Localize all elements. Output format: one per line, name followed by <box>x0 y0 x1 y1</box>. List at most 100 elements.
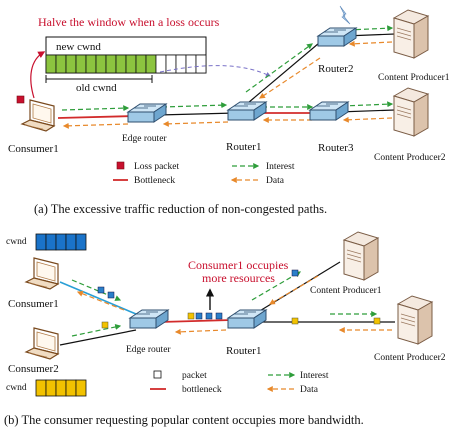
link-consumer-edge <box>57 115 137 119</box>
legend-packet: packet <box>182 371 207 381</box>
edge-router-icon <box>127 103 167 123</box>
link-router1-router2 <box>241 37 326 109</box>
cwnd-cell <box>55 379 67 397</box>
label-consumer2-b: Consumer2 <box>8 363 59 375</box>
producer2-server-icon <box>393 87 429 137</box>
producer2-server-icon-b <box>397 295 433 345</box>
cwnd-cell <box>55 233 67 251</box>
data-arrows-a <box>62 40 393 129</box>
packet-blue <box>107 291 115 299</box>
link-edge-router1 <box>157 112 237 116</box>
cwnd-cell <box>75 54 87 74</box>
cwnd-cell <box>175 54 187 74</box>
data-arrows-b <box>76 275 392 335</box>
cwnd-bar-a: new cwnd old cwnd <box>45 36 207 94</box>
router3-icon <box>309 101 349 121</box>
cwnd-cell <box>45 379 57 397</box>
packet-blue <box>205 312 213 320</box>
cwnd-cell <box>45 54 57 74</box>
legend-loss-packet: Loss packet <box>134 162 179 172</box>
cwnd-label-top: cwnd <box>6 237 27 247</box>
annotation-line2: more resources <box>202 271 275 285</box>
packet-blue <box>195 312 203 320</box>
router2-icon <box>317 27 357 47</box>
cwnd-old-label: old cwnd <box>76 82 117 94</box>
cwnd-cell <box>105 54 117 74</box>
cwnd-cell <box>145 54 157 74</box>
cwnd-cell <box>35 379 47 397</box>
legend-a: Loss packet Bottleneck Interest Data <box>113 161 295 186</box>
label-producer1: Content Producer1 <box>378 73 450 83</box>
cwnd-cell <box>35 233 47 251</box>
legend-bottleneck-a: Bottleneck <box>134 176 175 186</box>
label-consumer1-b: Consumer1 <box>8 298 59 310</box>
router1-icon-b <box>227 309 267 329</box>
label-router2: Router2 <box>318 63 353 75</box>
interest-arrows-a <box>61 25 394 112</box>
loss-packet-marker <box>16 95 25 104</box>
edge-router-icon-b <box>129 309 169 329</box>
cwnd-cell <box>95 54 107 74</box>
cwnd-label-bottom: cwnd <box>6 383 27 393</box>
cwnd-cell <box>75 379 87 397</box>
packet-yellow <box>291 317 299 325</box>
bottleneck-flash-icon <box>339 5 351 25</box>
label-router3: Router3 <box>318 142 354 154</box>
panel-b: cwnd Consumer1 occupies more resources <box>4 231 446 427</box>
label-edge-router: Edge router <box>122 134 167 144</box>
label-producer2-b: Content Producer2 <box>374 353 446 363</box>
producer1-server-icon-b <box>343 231 379 281</box>
link-consumer2-edge-b <box>59 329 137 346</box>
cwnd-cell <box>195 54 207 74</box>
packet-blue <box>215 312 223 320</box>
cwnd-cell <box>85 54 97 74</box>
cwnd-bar-consumer2 <box>35 379 87 397</box>
panel-a-headline: Halve the window when a loss occurs <box>38 15 220 29</box>
cwnd-cell <box>75 233 87 251</box>
legend-data-b: Data <box>300 385 319 395</box>
router1-icon <box>227 101 267 121</box>
cwnd-cell <box>115 54 127 74</box>
cwnd-cell <box>65 379 77 397</box>
loss-feedback-arrow <box>30 51 46 99</box>
legend-b: packet bottleneck Interest Data <box>150 370 329 395</box>
panel-a: Halve the window when a loss occurs new … <box>8 5 450 216</box>
cwnd-cell <box>65 233 77 251</box>
caption-b: (b) The consumer requesting popular cont… <box>4 413 364 427</box>
cwnd-cell <box>185 54 197 74</box>
cwnd-cell <box>45 233 57 251</box>
label-router1-b: Router1 <box>226 345 261 357</box>
cwnd-to-router2-arrow <box>159 65 271 77</box>
legend-data-a: Data <box>266 176 285 186</box>
packet-yellow <box>101 321 109 329</box>
consumer1-laptop-icon-b <box>25 257 59 290</box>
label-edge-router-b: Edge router <box>126 345 171 355</box>
cwnd-cell <box>65 54 77 74</box>
cwnd-cell <box>155 54 167 74</box>
cwnd-cell <box>135 54 147 74</box>
consumer2-laptop-icon-b <box>25 327 59 360</box>
packet-yellow <box>187 312 195 320</box>
cwnd-bar-consumer1 <box>35 233 87 251</box>
annotation-line1: Consumer1 occupies <box>188 258 289 272</box>
legend-interest-a: Interest <box>266 162 295 172</box>
cwnd-cell <box>125 54 137 74</box>
consumer1-laptop-icon <box>21 99 55 132</box>
label-producer2: Content Producer2 <box>374 153 446 163</box>
packet-blue <box>291 269 299 277</box>
legend-interest-b: Interest <box>300 371 329 381</box>
legend-bottleneck-b: bottleneck <box>182 385 222 395</box>
caption-a: (a) The excessive traffic reduction of n… <box>34 202 327 216</box>
packet-blue <box>97 286 105 294</box>
label-producer1-b: Content Producer1 <box>310 286 382 296</box>
label-router1: Router1 <box>226 141 261 153</box>
cwnd-cell <box>55 54 67 74</box>
packet-yellow <box>373 317 381 325</box>
cwnd-new-label: new cwnd <box>56 41 101 53</box>
packets-b <box>97 269 381 329</box>
link-edge-router1-b <box>159 319 233 323</box>
link-consumer1-edge-b <box>59 281 137 315</box>
label-consumer1: Consumer1 <box>8 143 59 155</box>
producer1-server-icon <box>393 9 429 59</box>
